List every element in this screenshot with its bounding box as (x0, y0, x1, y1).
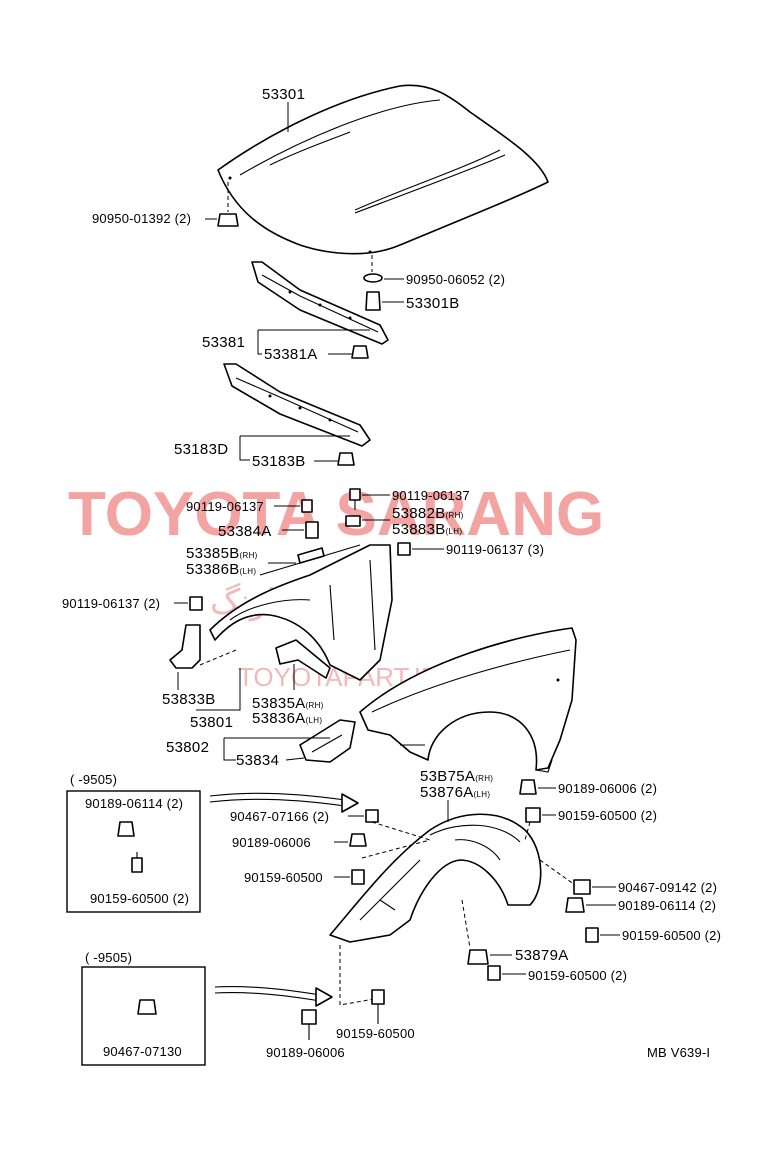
box1-frame (66, 790, 201, 913)
label-90159-60500-b: 90159-60500 (336, 1026, 415, 1041)
box2-frame (81, 966, 206, 1066)
hood-seal-53183D (223, 363, 371, 447)
fender-apron-53801 (209, 544, 393, 681)
label-box2-90467-07130: 90467-07130 (103, 1044, 182, 1059)
label-53883B: 53883B(LH) (392, 521, 462, 538)
screw-90159-60500-icon (351, 869, 365, 885)
label-90159-60500-2c: 90159-60500 (2) (528, 968, 627, 983)
clip-53879A-icon (467, 949, 489, 965)
box1-screw-icon (131, 852, 143, 873)
label-90189-06114-r: 90189-06114 (2) (618, 898, 716, 913)
bracket-53835A (275, 639, 331, 679)
label-90189-06006-b: 90189-06006 (266, 1045, 345, 1060)
label-90189-06006-2: 90189-06006 (2) (558, 781, 657, 796)
label-53301B: 53301B (406, 295, 460, 312)
box1-range-label: ( -9505) (70, 772, 117, 787)
clip-90189-06006-icon (349, 833, 367, 847)
bolt-3-icon (397, 542, 411, 556)
bolt-left-icon (301, 499, 313, 513)
label-53875A: 53B75A(RH) (420, 768, 493, 785)
label-53801: 53801 (190, 714, 233, 731)
label-53384A: 53384A (218, 523, 272, 540)
label-53183D: 53183D (174, 441, 228, 458)
arrow-1-icon (209, 792, 359, 813)
label-90950-06052: 90950-06052 (2) (406, 272, 505, 287)
box1-clip-icon (117, 821, 135, 837)
label-53385B: 53385B(RH) (186, 545, 258, 562)
box2-range-label: ( -9505) (85, 950, 132, 965)
label-53835A: 53835A(RH) (252, 695, 324, 712)
label-box1-90189-06114: 90189-06114 (2) (85, 796, 183, 811)
screw-90159-60500-b-icon (371, 989, 385, 1024)
label-53183B: 53183B (252, 453, 306, 470)
label-90189-06006: 90189-06006 (232, 835, 311, 850)
clip-90189-06006-2-icon (519, 779, 537, 795)
retainer-53882B-icon (345, 515, 361, 527)
clip-90189-06114-icon (565, 897, 585, 913)
screw-90467-07166-icon (365, 809, 379, 823)
label-53802: 53802 (166, 739, 209, 756)
label-box1-90159-60500: 90159-60500 (2) (90, 891, 189, 906)
screw-90159-60500-2c-icon (487, 965, 501, 981)
label-53879A: 53879A (515, 947, 569, 964)
bracket-53833B (169, 624, 237, 669)
label-53833B: 53833B (162, 691, 216, 708)
label-53386B: 53386B(LH) (186, 561, 256, 578)
label-53381: 53381 (202, 334, 245, 351)
label-90467-09142: 90467-09142 (2) (618, 880, 717, 895)
hood-seal-53381 (251, 261, 389, 345)
box2-clip-icon (137, 999, 157, 1015)
label-90159-60500-2b: 90159-60500 (2) (622, 928, 721, 943)
bracket-53834 (299, 719, 356, 763)
fender-liner-53875A (329, 813, 542, 943)
label-53301: 53301 (262, 86, 305, 103)
bolt-top-icon (349, 488, 361, 510)
clip-53381A-icon (351, 345, 369, 359)
label-90159-60500-2a: 90159-60500 (2) (558, 808, 657, 823)
clip-90189-06006-b-icon (301, 1009, 317, 1040)
screw-90467-09142-icon (573, 879, 591, 895)
clip-53183B-icon (337, 452, 355, 466)
label-53381A: 53381A (264, 346, 318, 363)
screw-90159-60500-2a-icon (525, 807, 541, 823)
bolt-2-icon (189, 596, 203, 611)
diagram-code: MB V639-I (647, 1045, 710, 1060)
label-90950-01392: 90950-01392 (2) (92, 211, 191, 226)
front-fender-53802 (359, 627, 577, 773)
hood-panel (217, 84, 549, 255)
hood-bumper-icon (363, 255, 383, 311)
label-90119-06137-2: 90119-06137 (2) (62, 596, 160, 611)
label-90159-60500: 90159-60500 (244, 870, 323, 885)
label-90119-06137-left: 90119-06137 (186, 499, 264, 514)
label-53882B: 53882B(RH) (392, 505, 464, 522)
label-90119-06137-right: 90119-06137 (392, 488, 470, 503)
screw-90159-60500-2b-icon (585, 927, 599, 943)
watermark-brand: TOYOTA SARANG (68, 480, 604, 549)
retainer-53384A-icon (305, 521, 319, 539)
label-90467-07166: 90467-07166 (2) (230, 809, 329, 824)
label-53834: 53834 (236, 752, 279, 769)
arrow-2-icon (214, 986, 333, 1007)
seal-53385B-icon (297, 547, 325, 564)
label-90119-06137-3: 90119-06137 (3) (446, 542, 544, 557)
label-53876A: 53876A(LH) (420, 784, 490, 801)
label-53836A: 53836A(LH) (252, 710, 322, 727)
hood-cushion-left-icon (217, 182, 239, 227)
